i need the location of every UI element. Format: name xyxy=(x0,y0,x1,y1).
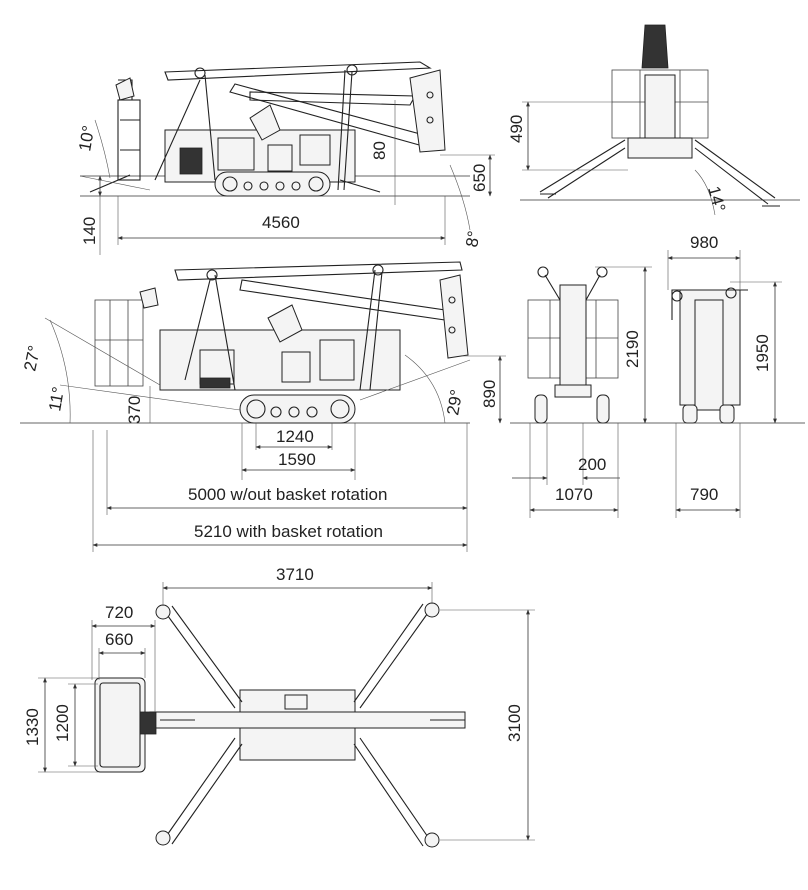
dim-660: 660 xyxy=(105,630,133,649)
front-view-top: 490 14° xyxy=(507,24,800,216)
dim-5210: 5210 with basket rotation xyxy=(194,522,383,541)
dim-980: 980 xyxy=(690,233,718,252)
dim-angle-10: 10° xyxy=(75,124,98,153)
dim-1240: 1240 xyxy=(276,427,314,446)
dim-140: 140 xyxy=(80,217,99,245)
dim-720: 720 xyxy=(105,603,133,622)
boom-middle-side xyxy=(174,261,469,391)
plan-view: 3710 720 660 1330 1200 3100 xyxy=(23,565,535,848)
front-view-chassis-side xyxy=(671,287,748,424)
dim-80: 80 xyxy=(370,141,389,160)
dim-3100: 3100 xyxy=(505,704,524,742)
outrigger-legs-plan xyxy=(155,602,440,848)
dim-angle-8: 8° xyxy=(462,229,484,248)
dim-650: 650 xyxy=(470,164,489,192)
dim-1330: 1330 xyxy=(23,708,42,746)
dim-angle-14: 14° xyxy=(704,184,729,214)
dim-angle-11: 11° xyxy=(45,385,68,412)
dim-4560: 4560 xyxy=(262,213,300,232)
dim-1200: 1200 xyxy=(53,704,72,742)
dim-3710: 3710 xyxy=(276,565,314,584)
dim-2190: 2190 xyxy=(623,330,642,368)
front-view-basket-side xyxy=(527,266,619,424)
dim-200: 200 xyxy=(578,455,606,474)
side-view-top: 4560 140 10° 650 80 8° xyxy=(75,61,495,255)
basket-top-side xyxy=(115,77,141,181)
dim-angle-29: 29° xyxy=(443,388,466,417)
dim-490: 490 xyxy=(507,115,526,143)
dim-1590: 1590 xyxy=(278,450,316,469)
dim-1070: 1070 xyxy=(555,485,593,504)
chassis-top-side xyxy=(164,129,356,197)
dim-370: 370 xyxy=(125,396,144,424)
dim-5000: 5000 w/out basket rotation xyxy=(188,485,387,504)
front-views-dimensions: 2190 980 1950 200 1070 790 xyxy=(510,233,805,518)
boom-top-side xyxy=(154,61,446,191)
dim-890: 890 xyxy=(480,380,499,408)
dim-1950: 1950 xyxy=(753,334,772,372)
basket-plan xyxy=(94,677,146,773)
chassis-middle-side xyxy=(159,329,401,424)
dim-angle-27: 27° xyxy=(20,344,44,373)
basket-middle-side xyxy=(94,287,159,387)
track-rollers-top xyxy=(222,176,324,192)
side-view-middle: 27° 11° 370 29° 890 1240 1590 5000 w/out… xyxy=(20,261,506,552)
dim-790: 790 xyxy=(690,485,718,504)
